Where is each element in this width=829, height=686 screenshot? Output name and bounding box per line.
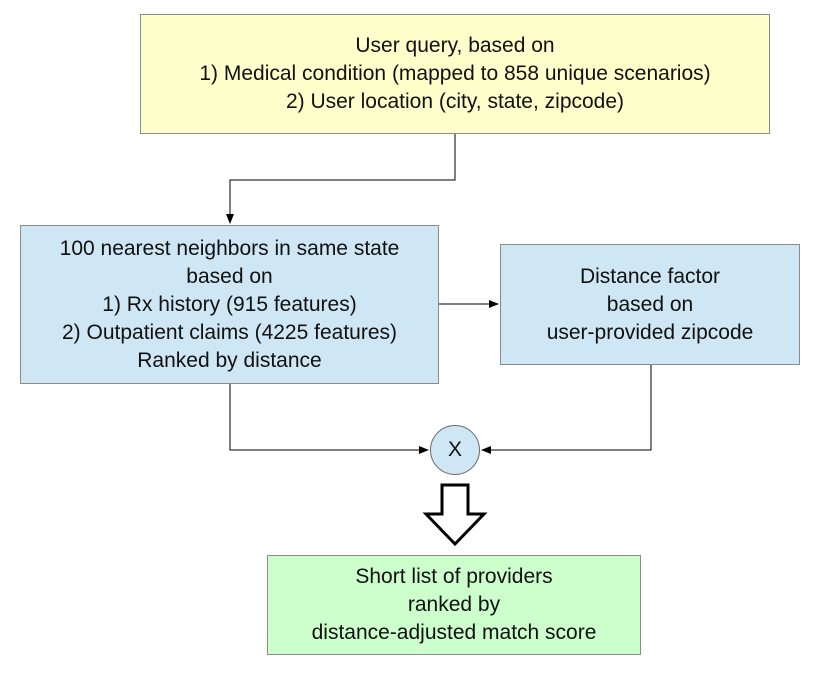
provider-shortlist-line: Short list of providers: [355, 565, 553, 588]
multiply-node: X: [430, 425, 480, 475]
neighbors-to-multiply-arrow: [229, 384, 429, 454]
distance-to-multiply-arrow: [481, 365, 652, 454]
user-query-box: User query, based on 1) Medical conditio…: [140, 14, 770, 134]
user-query-line: 2) User location (city, state, zipcode): [285, 90, 625, 113]
distance-factor-box: Distance factor based on user-provided z…: [500, 244, 800, 365]
distance-factor-line: based on: [606, 292, 694, 316]
nearest-neighbors-line: 2) Outpatient claims (4225 features): [62, 320, 397, 344]
multiply-symbol: X: [447, 438, 462, 461]
nearest-neighbors-line: Ranked by distance: [137, 348, 322, 372]
user-query-line: User query, based on: [355, 34, 555, 57]
user-query-line: 1) Medical condition (mapped to 858 uniq…: [199, 62, 711, 85]
distance-factor-line: user-provided zipcode: [546, 320, 754, 344]
provider-shortlist-line: distance-adjusted match score: [311, 621, 597, 644]
nearest-neighbors-line: 100 nearest neighbors in same state: [59, 236, 400, 260]
provider-shortlist-line: ranked by: [407, 593, 501, 616]
nearest-neighbors-line: 1) Rx history (915 features): [102, 292, 357, 316]
nearest-neighbors-line: based on: [186, 264, 273, 288]
hollow-down-arrow: [422, 483, 488, 547]
query-to-neighbors-arrow: [226, 134, 456, 224]
distance-factor-line: Distance factor: [579, 264, 721, 288]
provider-shortlist-box: Short list of providers ranked by distan…: [267, 555, 641, 655]
nearest-neighbors-box: 100 nearest neighbors in same state base…: [20, 225, 439, 384]
